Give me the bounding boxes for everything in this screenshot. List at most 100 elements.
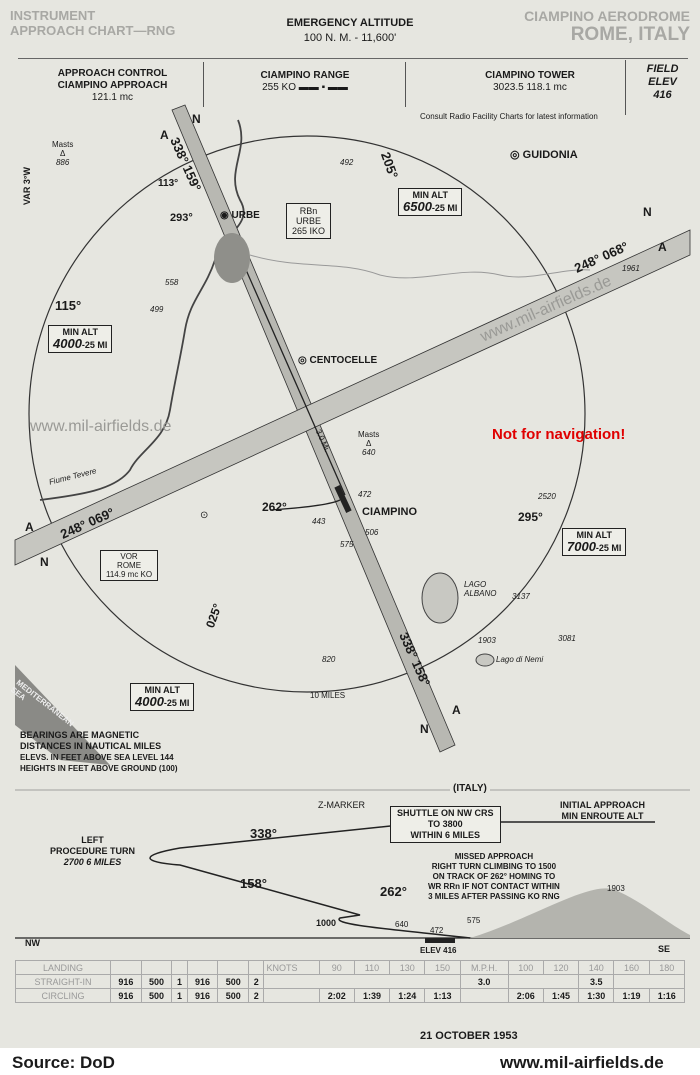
profile-field-elev: ELEV 416 — [420, 946, 457, 955]
min-alt-label: MIN ALT — [576, 530, 612, 540]
speed-cell: 180 — [648, 960, 686, 975]
vor-icon: ⊙ — [200, 510, 209, 521]
ciampino-range-label: CIAMPINO RANGE — [260, 70, 350, 81]
elevation-499: 499 — [150, 305, 164, 314]
ciampino-label: CIAMPINO — [362, 506, 417, 518]
missed-line-4: WR RRn IF NOT CONTACT WITHIN — [428, 882, 560, 891]
legend-line-2: DISTANCES IN NAUTICAL MILES — [20, 741, 162, 751]
masts-640: Masts Δ 640 — [358, 430, 379, 457]
speed-cell: 110 — [353, 960, 391, 975]
legend-notes: BEARINGS ARE MAGNETIC DISTANCES IN NAUTI… — [20, 730, 178, 774]
masts-label: Masts — [358, 430, 380, 439]
min-alt-radius: -25 MI — [431, 203, 458, 213]
vor-name: ROME — [117, 561, 142, 570]
emergency-altitude-value: 100 N. M. - 11,600' — [303, 32, 397, 44]
mph-label: M.P.H. — [459, 960, 509, 975]
watermark-w: www.mil-airfields.de — [30, 418, 172, 435]
time-cell: 1:30 — [578, 988, 615, 1003]
profile-bearing-262: 262° — [380, 884, 407, 899]
guidonia-label: GUIDONIA — [522, 149, 578, 161]
table-cell: 500 — [140, 974, 173, 989]
time-cell: 1:24 — [389, 988, 426, 1003]
speed-cell: 150 — [424, 960, 461, 975]
approach-control-name: CIAMPINO APPROACH — [57, 80, 168, 91]
elevation-492: 492 — [340, 158, 354, 167]
mast-icon: Δ — [366, 439, 372, 448]
elevation-575: 575 — [340, 540, 354, 549]
ciampino-tower-freq: 3023.5 118.1 mc — [493, 82, 567, 93]
rbn-title: RBn — [299, 206, 318, 216]
time-cell: 1:13 — [424, 988, 461, 1003]
min-alt-label: MIN ALT — [144, 685, 180, 695]
elevation-3081: 3081 — [558, 634, 576, 643]
table-cell: 916 — [110, 974, 142, 989]
min-alt-w-box: MIN ALT 4000-25 MI — [48, 325, 113, 353]
legend-line-3: ELEVS. IN FEET ABOVE SEA LEVEL 144 — [20, 753, 174, 762]
left-turn-line-1: LEFT — [81, 835, 104, 845]
min-alt-e-box: MIN ALT 7000-25 MI — [562, 528, 627, 556]
row-label-circling: CIRCLING — [15, 988, 111, 1003]
elevation-558: 558 — [165, 278, 179, 287]
rbn-freq: 265 IKO — [292, 226, 326, 236]
speed-cell: 90 — [318, 960, 355, 975]
distance-3-5: 3.5 — [578, 974, 615, 989]
ciampino-runway — [334, 485, 352, 513]
elevation-443: 443 — [312, 517, 326, 526]
speed-cell: 160 — [613, 960, 650, 975]
bearing-293: 293° — [170, 212, 193, 224]
min-alt-value: 4000 — [53, 336, 82, 351]
min-alt-s-box: MIN ALT 4000-25 MI — [130, 683, 195, 711]
z-marker-label: Z-MARKER — [318, 800, 365, 810]
footer-bar — [0, 1048, 700, 1075]
leg-letter-a: A — [658, 240, 667, 254]
table-cell: 1 — [171, 988, 188, 1003]
elevation-640: 640 — [361, 448, 376, 457]
airfield-icon: ◎ — [510, 149, 520, 161]
magnetic-variation: VAR 3°W — [22, 167, 32, 205]
min-alt-label: MIN ALT — [412, 190, 448, 200]
ciampino-range-freq: 255 KO — [262, 82, 297, 93]
bearing-262: 262° — [262, 500, 287, 514]
leg-letter-a: A — [452, 703, 461, 717]
consult-note: Consult Radio Facility Charts for latest… — [420, 112, 598, 121]
emergency-altitude-title: EMERGENCY ALTITUDE — [286, 17, 414, 29]
masts-886: Masts Δ 886 — [52, 140, 73, 167]
min-alt-label: MIN ALT — [62, 327, 98, 337]
vor-box: VOR ROME 114.9 mc KO — [100, 550, 159, 581]
time-cell: 1:39 — [353, 988, 391, 1003]
min-alt-value: 7000 — [567, 539, 596, 554]
knots-label: KNOTS — [263, 960, 320, 975]
profile-bearing-338: 338° — [250, 826, 277, 841]
masts-label: Masts — [52, 140, 74, 149]
table-cell: 916 — [186, 974, 219, 989]
time-cell: 1:16 — [648, 988, 686, 1003]
profile-country: (ITALY) — [450, 783, 490, 794]
elevation-3137: 3137 — [512, 592, 530, 601]
approach-control-label: APPROACH CONTROL — [57, 68, 168, 79]
time-cell: 1:19 — [613, 988, 650, 1003]
elevation-820: 820 — [322, 655, 336, 664]
aerodrome-name: CIAMPINO AERODROME — [524, 8, 690, 24]
ten-miles-label: 10 MILES — [310, 691, 346, 700]
lago-albano-label: LAGO ALBANO — [464, 580, 497, 598]
legend-line-4: HEIGHTS IN FEET ABOVE GROUND (100) — [20, 764, 178, 773]
missed-line-3: ON TRACK OF 262° HOMING TO — [432, 872, 556, 881]
initial-approach: INITIAL APPROACH MIN ENROUTE ALT — [560, 800, 645, 822]
leg-letter-n: N — [40, 555, 49, 569]
approach-control-freq: 121.1 mc — [91, 92, 134, 103]
left-turn-line-3: 2700 6 MILES — [63, 857, 122, 867]
min-alt-ne-box: MIN ALT 6500-25 MI — [398, 188, 463, 216]
table-cell: 500 — [217, 974, 250, 989]
profile-elev-1000: 1000 — [316, 918, 337, 928]
missed-line-1: MISSED APPROACH — [454, 852, 534, 861]
leg-letter-a: A — [25, 520, 34, 534]
table-cell: 1 — [171, 974, 188, 989]
sw-ne-range-leg — [14, 229, 691, 566]
chart-type-line-1: INSTRUMENT — [10, 8, 96, 23]
vor-title: VOR — [120, 552, 138, 561]
elevation-2520: 2520 — [538, 492, 556, 501]
rbn-name: URBE — [296, 216, 322, 226]
aerodrome-city: ROME, ITALY — [570, 24, 690, 45]
time-cell: 2:02 — [318, 988, 355, 1003]
